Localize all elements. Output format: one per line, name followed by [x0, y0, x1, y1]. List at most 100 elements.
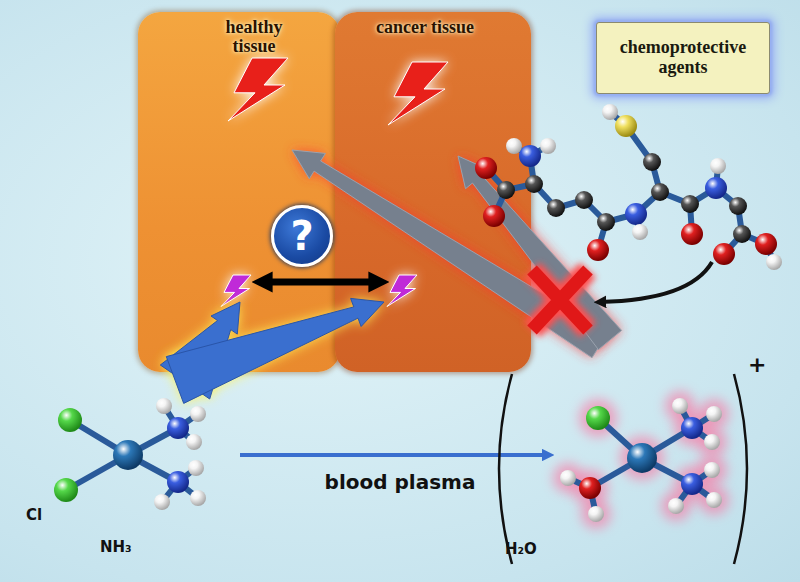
arrow-glow	[166, 298, 384, 403]
bracket	[734, 374, 747, 564]
atom	[113, 440, 143, 470]
bond	[636, 214, 640, 232]
bond	[598, 222, 606, 250]
bond	[178, 414, 198, 428]
bond	[738, 206, 742, 234]
blocked-arrow	[292, 150, 608, 358]
bond	[610, 112, 626, 126]
arrow-glow	[160, 302, 240, 399]
question-circle: ?	[271, 205, 333, 267]
bond	[676, 484, 692, 506]
bond	[680, 406, 692, 428]
atom	[672, 398, 688, 414]
group-label: NH₃	[100, 538, 132, 556]
atom-glow	[572, 470, 608, 506]
atom	[588, 506, 604, 522]
atom	[713, 243, 735, 265]
atom-glow	[581, 499, 611, 529]
bond	[590, 458, 642, 488]
bond	[598, 418, 642, 458]
atom	[156, 398, 172, 414]
atom	[167, 471, 189, 493]
atom	[681, 223, 703, 245]
atom	[733, 225, 751, 243]
atom	[587, 239, 609, 261]
group-label: H₂O	[505, 540, 537, 558]
lightning-bolt	[228, 58, 288, 121]
atom	[597, 213, 615, 231]
block-cross	[532, 270, 588, 330]
bond	[178, 468, 196, 482]
bond	[568, 478, 590, 488]
atom	[681, 195, 699, 213]
bond	[128, 428, 178, 455]
bond	[128, 455, 178, 482]
atom	[190, 490, 206, 506]
bond	[590, 488, 596, 514]
agent-box: chemoprotective agents	[596, 22, 770, 94]
atom	[706, 406, 722, 422]
atom-glow	[620, 436, 664, 480]
atom	[681, 473, 703, 495]
bond	[556, 200, 584, 208]
glutathione-molecule	[475, 104, 782, 270]
atom	[681, 417, 703, 439]
atom	[475, 157, 497, 179]
cross-glow	[532, 270, 588, 330]
atom	[525, 175, 543, 193]
blocked-arrow	[458, 156, 622, 350]
atom-glow	[674, 466, 710, 502]
bond	[606, 214, 636, 222]
atom	[560, 470, 576, 486]
atom-glow	[697, 455, 727, 485]
bond	[690, 188, 716, 204]
atom	[651, 183, 669, 201]
atom	[58, 408, 82, 432]
atom	[497, 181, 515, 199]
atom	[575, 191, 593, 209]
atom-glow	[699, 399, 729, 429]
node-text: chemoprotective agents	[597, 38, 769, 78]
bond	[660, 192, 690, 204]
lightning-bolt	[221, 275, 251, 307]
bond	[584, 200, 606, 222]
atom-glow	[553, 463, 583, 493]
bond	[514, 146, 530, 156]
lightning-bolt	[387, 275, 417, 307]
bond	[692, 470, 712, 484]
bond	[486, 168, 506, 190]
atom	[625, 203, 647, 225]
bond	[66, 455, 128, 490]
atom-glow	[579, 399, 617, 437]
bond	[724, 234, 742, 254]
bond	[692, 428, 712, 442]
atom	[483, 205, 505, 227]
atom-glow	[699, 485, 729, 515]
atom	[540, 138, 556, 154]
atom	[755, 233, 777, 255]
atom-label: Cl	[26, 506, 42, 524]
transport-arrow	[240, 453, 548, 457]
atom	[615, 115, 637, 137]
atom	[186, 434, 202, 450]
atom	[706, 492, 722, 508]
atom	[154, 494, 170, 510]
node-text: cancer tissue	[375, 18, 475, 37]
medium-label: blood plasma	[325, 470, 476, 494]
bond	[692, 414, 714, 428]
atom-glow	[661, 491, 691, 521]
atom	[602, 104, 618, 120]
bond	[690, 204, 692, 234]
bond	[642, 458, 692, 484]
bond	[178, 482, 198, 498]
tissue-box: cancer tissue	[335, 12, 531, 372]
atom	[632, 224, 648, 240]
bond	[716, 188, 738, 206]
atom	[710, 158, 726, 174]
bond	[178, 428, 194, 442]
bolt-glow	[387, 275, 417, 307]
bond	[494, 190, 506, 216]
